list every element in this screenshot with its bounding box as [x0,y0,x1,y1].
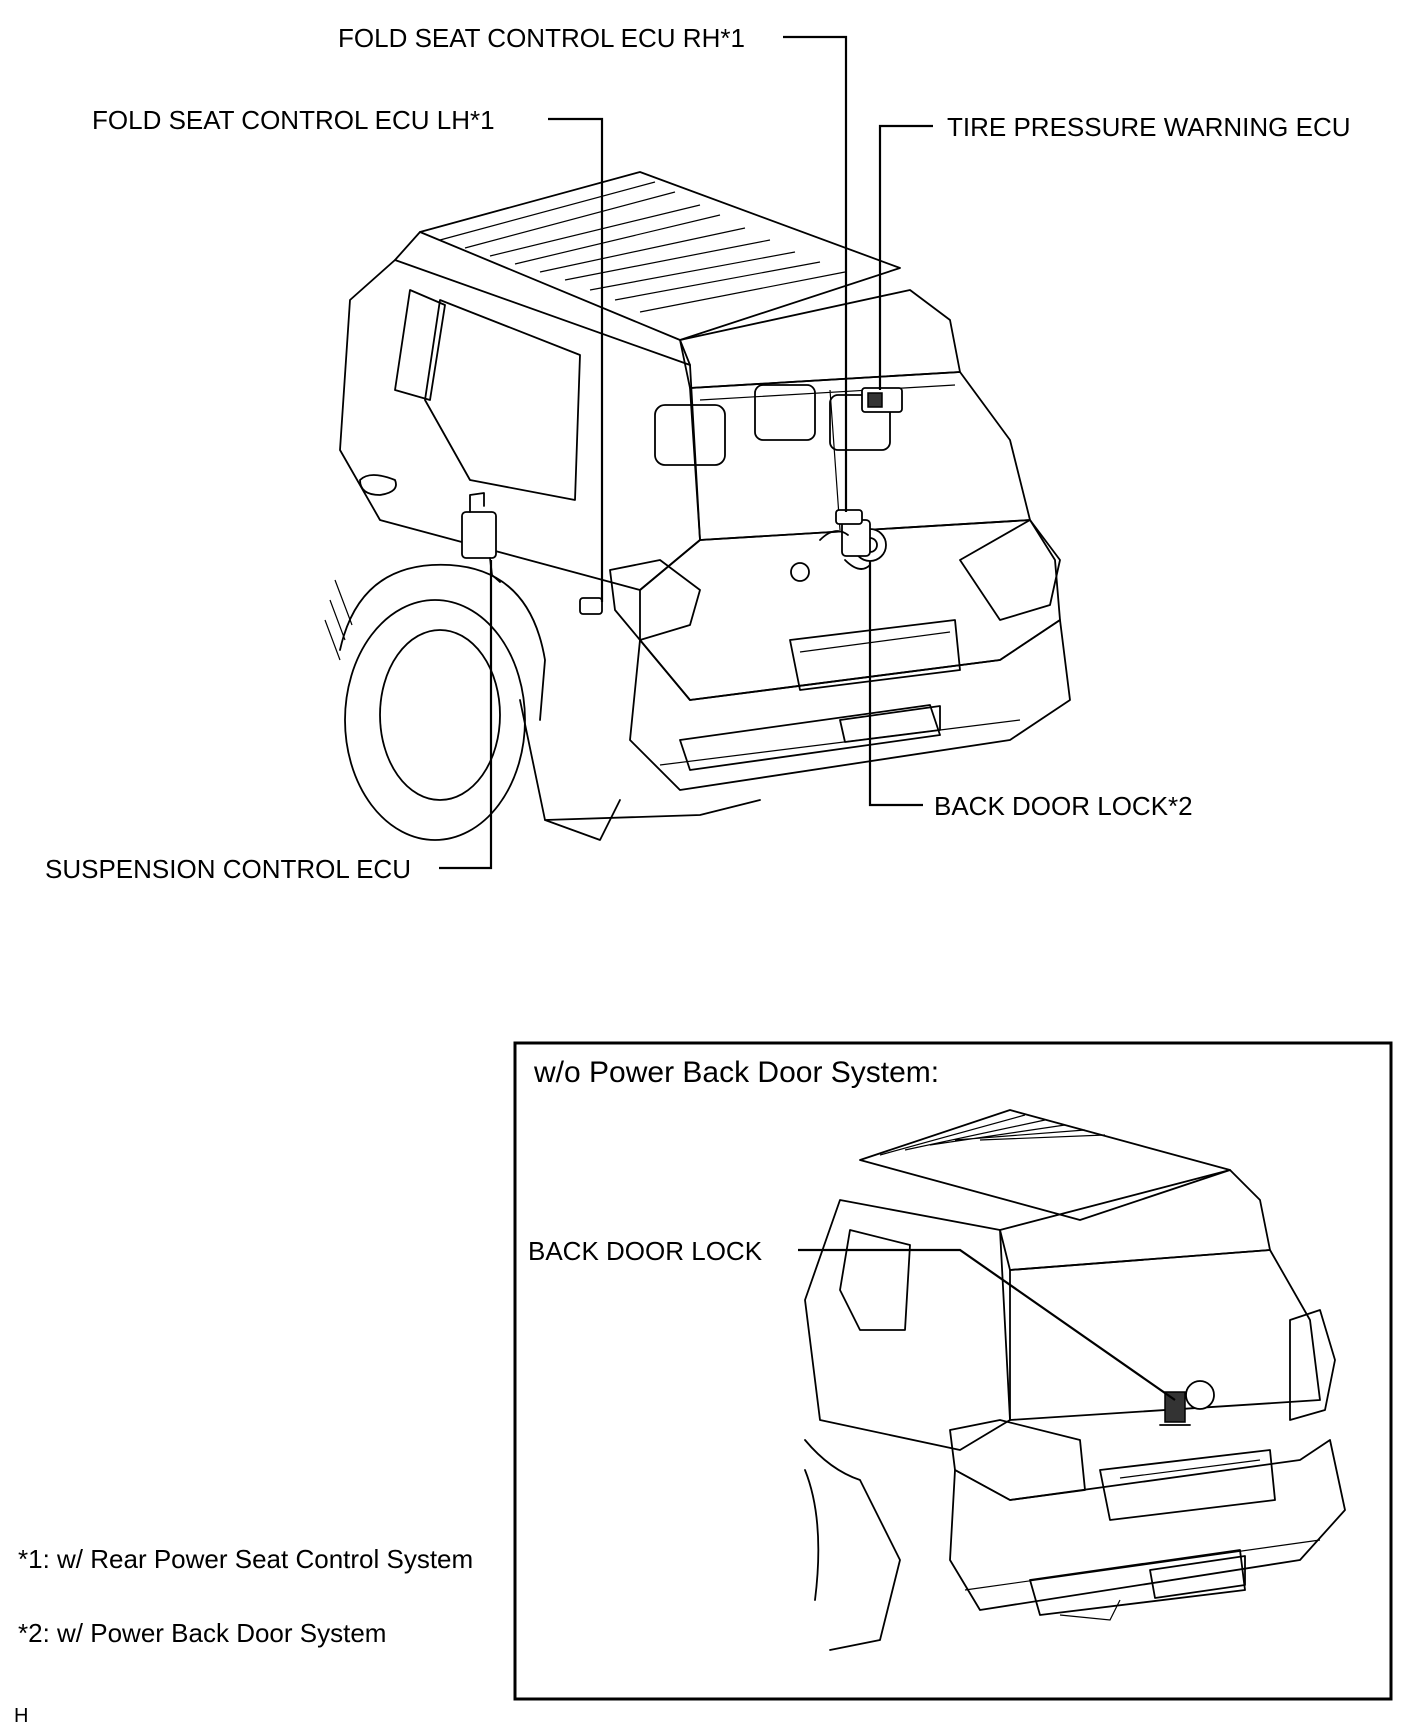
inset-frame [513,1041,1393,1701]
corner-mark: H [14,1705,28,1727]
back-door-lock-power-label: BACK DOOR LOCK*2 [934,791,1193,821]
inset-back-door-lock-label: BACK DOOR LOCK [528,1236,763,1266]
main-leader-lines [439,35,933,870]
footnote-1: *1: w/ Rear Power Seat Control System [18,1544,473,1574]
fold-seat-ecu-lh-label: FOLD SEAT CONTROL ECU LH*1 [92,105,495,135]
inset-title: w/o Power Back Door System: [533,1056,939,1089]
footnote-2: *2: w/ Power Back Door System [18,1618,386,1648]
inset-leader-line [798,1248,1176,1401]
fold-seat-ecu-rh-label: FOLD SEAT CONTROL ECU RH*1 [338,23,745,53]
main-vehicle-illustration [324,171,1071,841]
inset-vehicle-illustration [804,1109,1346,1651]
suspension-control-ecu-label: SUSPENSION CONTROL ECU [45,854,411,884]
tire-pressure-warning-ecu-label: TIRE PRESSURE WARNING ECU [947,112,1351,142]
